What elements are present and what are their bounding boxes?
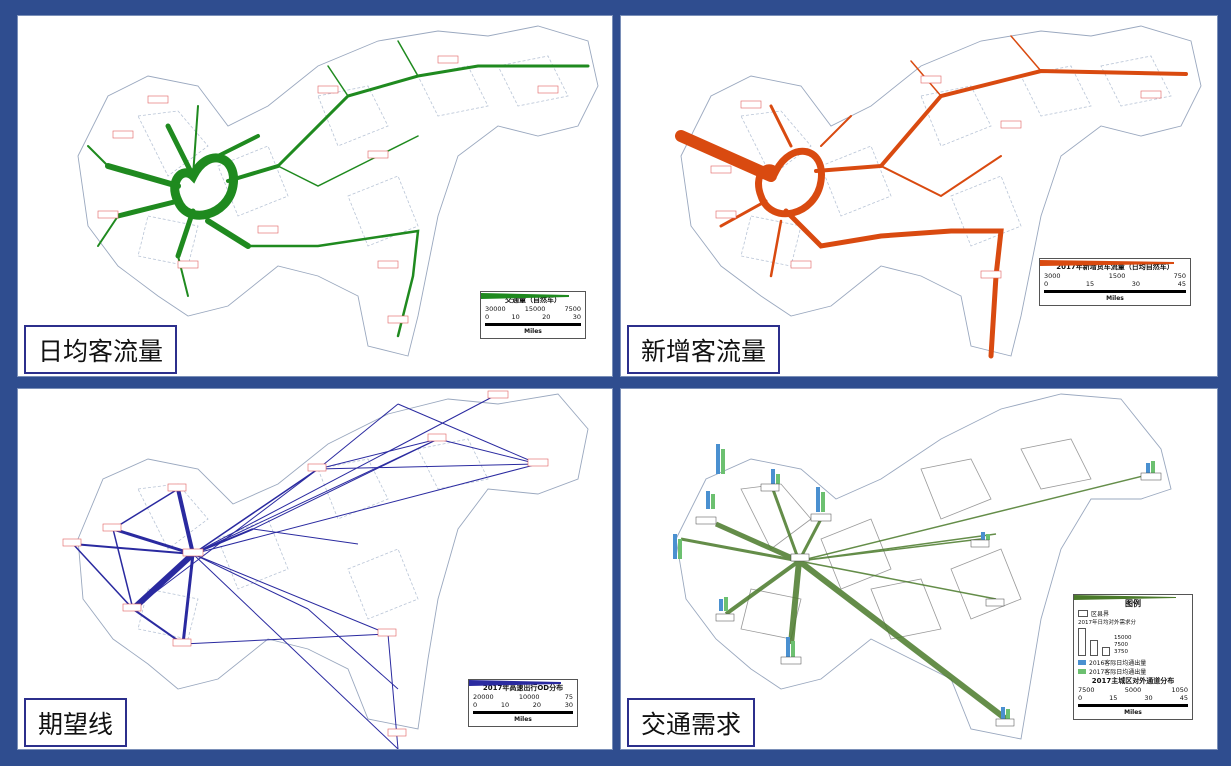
scale-tick: 20 (542, 313, 551, 321)
legend-value: 20000 (473, 693, 494, 701)
panel-traffic-demand: 图例 区县界 2017年日均对外需求分 15000 7500 3750 2016… (620, 388, 1218, 750)
bar-size-swatch (1090, 640, 1098, 656)
panel-daily-passenger-flow: 交通量（自然车） 30000 15000 7500 0 10 20 30 Mil… (17, 15, 613, 377)
map-new-flow (675, 25, 1202, 359)
legend-value: 1500 (1108, 272, 1126, 280)
scale-tick: 30 (572, 313, 581, 321)
legend-new-flow: 2017年新增货车流量（日均自然车） 3000 1500 750 0 15 30… (1039, 258, 1191, 306)
series-2016: 2016客际日均通出量 (1078, 658, 1188, 667)
legend-value: 30000 (485, 305, 506, 313)
map-daily-flow (77, 25, 599, 357)
desire-lines (72, 393, 539, 749)
scale-tick: 20 (532, 701, 542, 709)
scale-tick: 0 (1078, 694, 1083, 702)
legend-swatch (481, 293, 569, 299)
panel-caption: 期望线 (24, 698, 128, 747)
scale-tick: 15 (1085, 280, 1095, 288)
scale-tick: 0 (473, 701, 478, 709)
boundary-swatch (1078, 610, 1088, 617)
boundary-label: 区县界 (1091, 611, 1110, 618)
county-labels (62, 390, 549, 737)
county-labels (695, 472, 1162, 727)
legend-value: 3000 (1044, 272, 1061, 280)
scale-bar (473, 711, 573, 714)
legend-value: 10000 (518, 693, 540, 701)
legend-daily-flow: 交通量（自然车） 30000 15000 7500 0 10 20 30 Mil… (480, 291, 586, 339)
panel-desire-lines: 2017年高速出行OD分布 20000 10000 75 0 10 20 30 … (17, 388, 613, 750)
bar-value: 15000 (1114, 635, 1132, 641)
scale-tick: 30 (564, 701, 573, 709)
legend-value: 75 (564, 693, 573, 701)
scale-unit: Miles (1124, 709, 1142, 716)
legend-value: 750 (1173, 272, 1186, 280)
scale-tick: 0 (1044, 280, 1049, 288)
scale-bar (1078, 704, 1188, 707)
panel-caption: 新增客流量 (627, 325, 781, 374)
scale-tick: 30 (1144, 694, 1153, 702)
scale-tick: 45 (1179, 694, 1188, 702)
panel-caption: 日均客流量 (24, 325, 178, 374)
scale-tick: 10 (500, 701, 510, 709)
series-2017-label: 2017客际日均通出量 (1089, 669, 1147, 676)
legend-traffic-demand: 图例 区县界 2017年日均对外需求分 15000 7500 3750 2016… (1073, 594, 1193, 720)
map-desire-lines (62, 390, 589, 749)
demand-label: 2017年日均对外需求分 (1078, 620, 1136, 626)
series-2016-swatch (1078, 660, 1086, 665)
scale-bar (1044, 290, 1186, 293)
legend-boundary: 区县界 (1078, 609, 1188, 618)
scale-tick: 45 (1177, 280, 1186, 288)
bar-value: 7500 (1114, 642, 1128, 648)
flow-swatch (1074, 595, 1176, 600)
county-labels (97, 55, 559, 324)
bar-size-legend: 15000 7500 3750 (1078, 628, 1188, 656)
flow-network (87, 40, 590, 338)
scale-unit: Miles (524, 328, 542, 335)
series-2017: 2017客际日均通出量 (1078, 667, 1188, 676)
flow-value: 1050 (1171, 686, 1188, 694)
scale-tick: 10 (511, 313, 520, 321)
legend-value: 7500 (564, 305, 581, 313)
scale-unit: Miles (514, 716, 532, 723)
demand-bars (673, 444, 1155, 719)
legend-swatch (469, 680, 561, 686)
scale-bar (485, 323, 581, 326)
legend-title: 交通量（自然车） (505, 296, 561, 304)
legend-swatch (1040, 260, 1174, 266)
scale-unit: Miles (1106, 295, 1124, 302)
scale-tick: 15 (1109, 694, 1118, 702)
bar-size-swatch (1078, 628, 1086, 656)
series-2016-label: 2016客际日均通出量 (1089, 660, 1147, 667)
legend-title: 2017年新增货车流量（日均自然车） (1056, 263, 1174, 271)
bar-value: 3750 (1114, 649, 1128, 655)
series-2017-swatch (1078, 669, 1086, 674)
scale-tick: 30 (1131, 280, 1141, 288)
flow-network (675, 35, 1188, 359)
legend-desire-lines: 2017年高速出行OD分布 20000 10000 75 0 10 20 30 … (468, 679, 578, 727)
panel-new-passenger-flow: 2017年新增货车流量（日均自然车） 3000 1500 750 0 15 30… (620, 15, 1218, 377)
flow-value: 7500 (1078, 686, 1095, 694)
legend-title: 2017年高速出行OD分布 (482, 684, 564, 692)
bar-size-swatch (1102, 647, 1110, 656)
legend-value: 15000 (524, 305, 546, 313)
demand-corridors (680, 473, 1152, 722)
flow-value: 5000 (1124, 686, 1142, 694)
scale-tick: 0 (485, 313, 490, 321)
legend-heading: 图例 (1125, 599, 1141, 608)
panel-caption: 交通需求 (627, 698, 756, 747)
map-traffic-demand (673, 393, 1172, 740)
flow-title: 2017主城区对外通道分布 (1091, 677, 1175, 685)
county-labels (710, 75, 1162, 279)
